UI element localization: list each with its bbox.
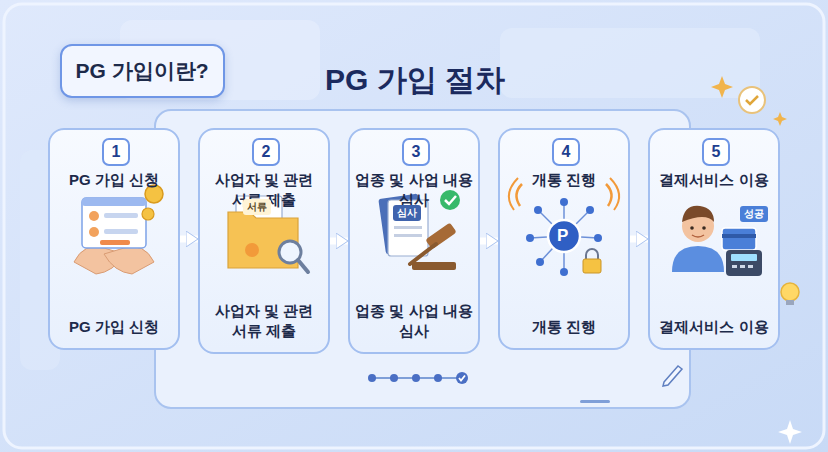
title: PG 가입 절차 [325,60,505,101]
sparkle [773,112,787,126]
intro-text: PG 가입이란? [76,57,209,84]
check-badge [739,87,765,113]
progress-dot [434,374,442,382]
step-card: 3업종 및 사업 내용 심사업종 및 사업 내용 심사 [348,128,480,354]
step-number-text: 3 [412,142,421,163]
tablet-button [580,400,610,403]
step-number: 2 [252,138,280,166]
step-number-text: 4 [562,142,571,163]
tablet-frame [155,110,690,408]
step-caption: PG 가입 신청 [55,317,173,337]
card-fill [498,128,630,350]
step-caption: 개통 진행 [505,317,623,337]
icon-tag: 심사 [393,205,421,221]
card-fill [198,128,330,350]
step-arrow [330,238,348,245]
progress-dot [368,374,376,382]
step-number: 5 [702,138,730,166]
step-arrow [630,236,648,243]
sparkle [711,76,733,98]
panel [500,28,760,98]
pen-icon [663,366,682,386]
check-mark [746,96,758,104]
step-number-text: 1 [112,142,121,163]
step-heading: PG 가입 신청 [55,170,173,190]
progress-dot [390,374,398,382]
lightbulb-base [786,300,794,305]
card-fill [648,128,780,350]
step-number: 4 [552,138,580,166]
lightbulb [781,283,799,301]
network-icon [509,178,619,276]
step-caption: 사업자 및 관련 서류 제출 [205,301,323,340]
step-number: 1 [102,138,130,166]
step-number-text: 2 [262,142,271,163]
step-caption: 결제서비스 이용 [655,317,773,337]
check-mark [459,376,465,381]
progress-dot [412,374,420,382]
step-arrow [480,238,498,245]
step-card: 1 PG 가입 신청 PG 가입 신청 [48,128,180,350]
intro-box: PG 가입이란? [60,44,225,98]
step-heading: 개통 진행 [505,170,623,190]
step-card: 2사업자 및 관련 서류 제출사업자 및 관련 서류 제출 [198,128,330,354]
step-heading: 결제서비스 이용 [655,170,773,190]
application-icon [74,185,163,274]
step-number: 3 [402,138,430,166]
step-heading: 업종 및 사업 내용 심사 [355,170,473,209]
icon-tag: 서류 [243,199,271,215]
progress-check [456,372,468,384]
hub-letter: P [557,226,568,246]
card-fill [48,128,180,350]
step-caption: 업종 및 사업 내용 심사 [355,301,473,340]
card-fill [348,128,480,350]
step-arrow [180,236,198,243]
sparkle [778,420,802,444]
icon-tag: 성공 [740,206,768,222]
step-card: 5결제서비스 이용결제서비스 이용 [648,128,780,350]
card-fills [48,128,780,350]
frame [4,4,824,448]
step-number-text: 5 [712,142,721,163]
